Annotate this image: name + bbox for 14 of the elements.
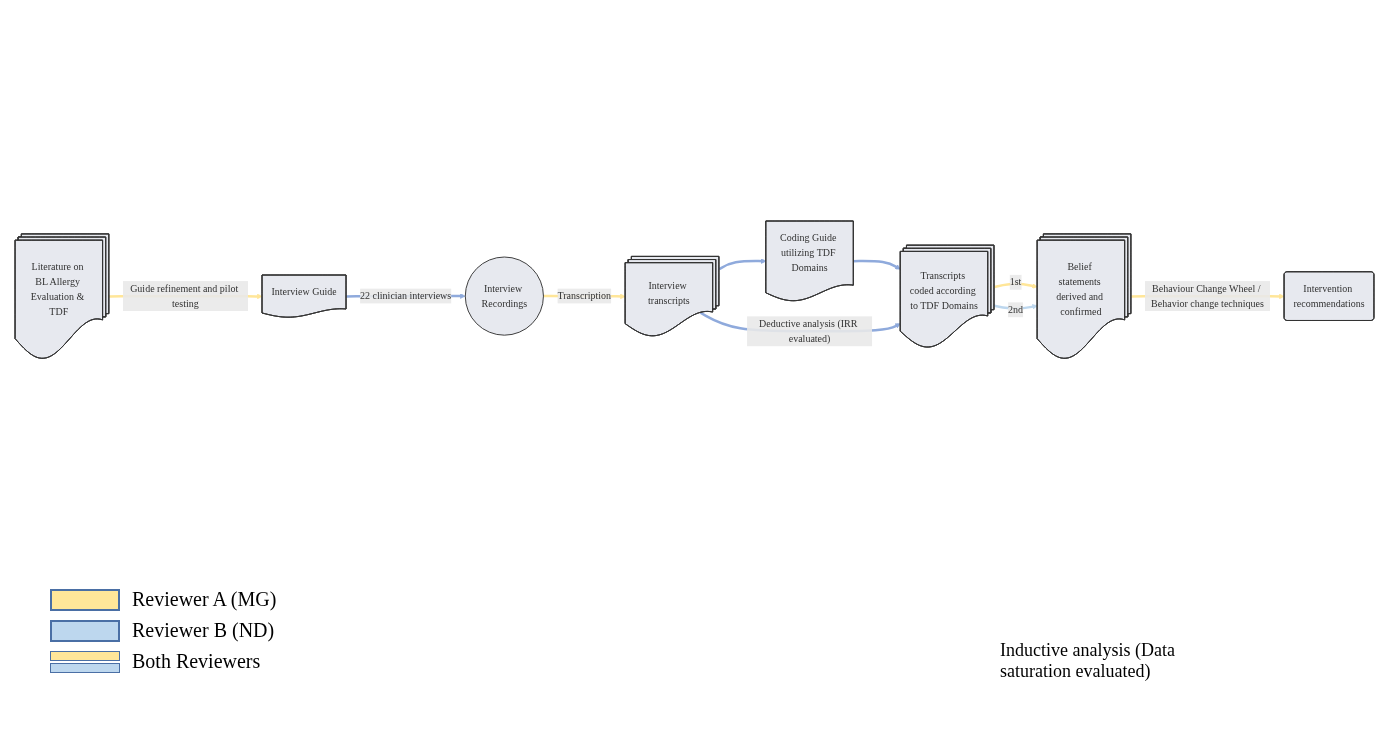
edge-label: 1st [1009,277,1022,288]
edge-label: Transcription [557,290,612,302]
legend-label: Reviewer A (MG) [132,588,277,611]
legend-label: Both Reviewers [132,650,261,673]
edge-label: Behaviour Change Wheel / Behavior change techniques [1151,283,1264,309]
node-circle: Interview Recordings [464,256,544,336]
edge-label: 22 clinician interviews [360,290,452,302]
legend-label: Reviewer B (ND) [132,619,275,642]
annotation-note: Inductive analysis (Data saturation evaluated) [1000,640,1176,682]
edge-label: Guide refinement and pilot testing [130,283,239,309]
edge-label: 2nd [1008,304,1024,316]
edge-label: Deductive analysis (IRR evaluated) [759,318,858,345]
arrow [718,258,767,271]
arrow [853,260,901,270]
